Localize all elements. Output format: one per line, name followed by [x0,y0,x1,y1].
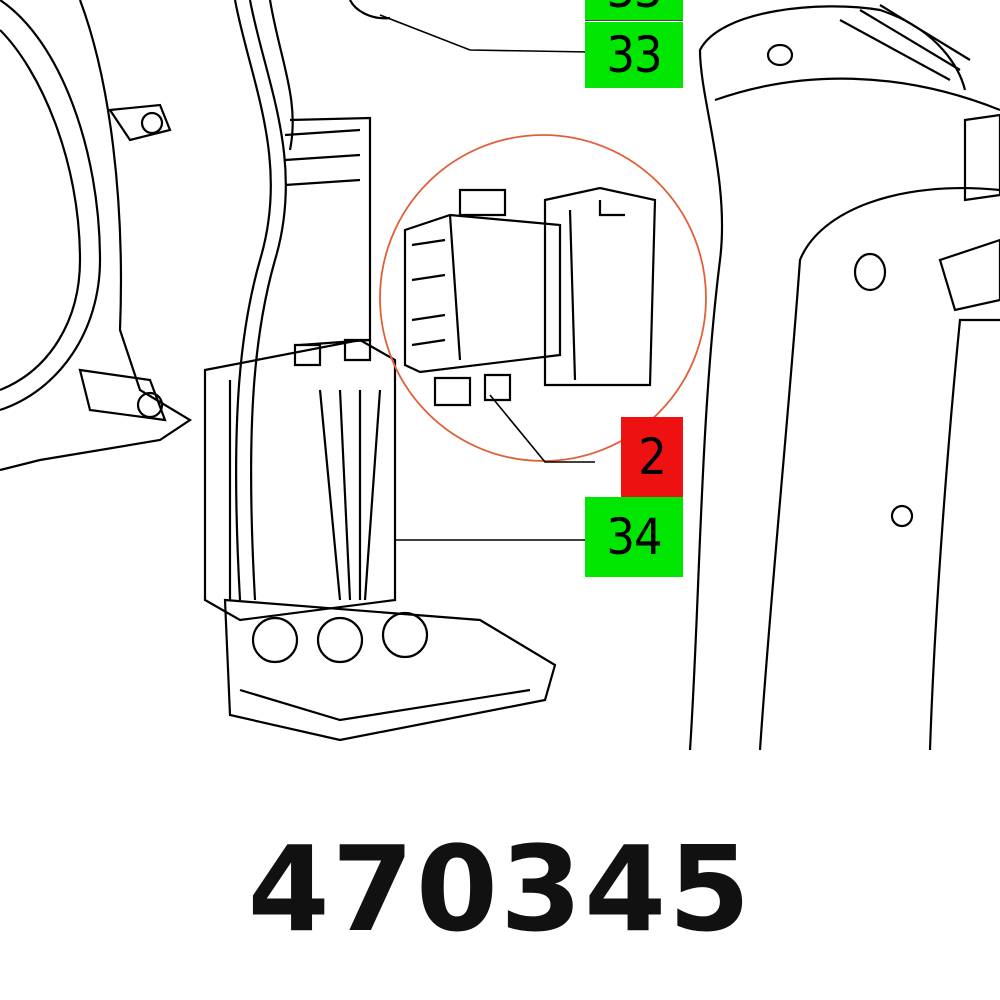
right-housing-part [688,4,1000,751]
left-housing-part [0,0,193,472]
callout-34[interactable]: 34 [585,497,683,577]
callout-text: 33 [606,0,662,19]
switch-part [403,186,657,407]
leader-line-33 [379,14,591,53]
board-assembly-part [203,116,557,742]
leader-line-2 [489,394,595,463]
callout-text: 2 [638,428,667,486]
exploded-parts-drawing [0,0,1000,751]
callout-text: 33 [606,26,662,84]
cables [233,0,391,601]
part-number: 470345 [247,820,753,958]
callout-partial-top[interactable]: 33 [585,0,683,21]
highlight-circle [379,134,707,462]
callout-text: 34 [606,508,662,566]
callout-2[interactable]: 2 [621,417,683,497]
callout-33[interactable]: 33 [585,22,683,88]
